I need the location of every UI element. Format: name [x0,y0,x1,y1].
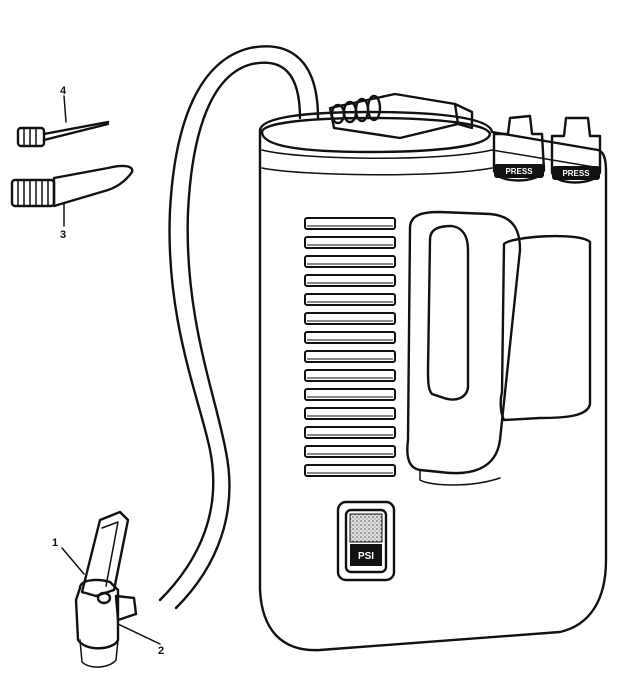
psi-label: PSI [358,551,374,562]
vent-slots [304,217,396,477]
vent-slot [304,407,396,420]
top-connector [328,92,474,140]
vent-slot [304,236,396,249]
leader-lines [61,95,161,645]
compressor-body [258,110,608,652]
callout-labels: 4 3 1 2 [52,85,164,657]
callout-1: 1 [52,537,58,549]
vent-slot [304,350,396,363]
needle-adapter [16,120,110,148]
vent-slot [304,331,396,344]
vent-slot [304,445,396,458]
inflator-chuck [74,510,138,668]
grip-panel [499,234,592,422]
callout-3: 3 [60,229,66,241]
press-right-label: PRESS [562,169,590,178]
callout-2: 2 [158,645,164,657]
vent-slot [304,274,396,287]
callout-4: 4 [60,85,67,97]
air-hose [158,45,320,610]
vent-slot [304,293,396,306]
press-left-label: PRESS [505,167,533,176]
psi-gauge: PSI [336,500,396,582]
vent-slot [304,255,396,268]
vent-slot [304,369,396,382]
press-button-right[interactable]: PRESS [550,116,602,184]
vent-slot [304,217,396,230]
vent-slot [304,388,396,401]
vent-slot [304,312,396,325]
carry-handle [406,210,522,486]
tapered-adapter [10,164,134,208]
press-button-left[interactable]: PRESS [492,114,546,182]
vent-slot [304,426,396,439]
vent-slot [304,464,396,477]
